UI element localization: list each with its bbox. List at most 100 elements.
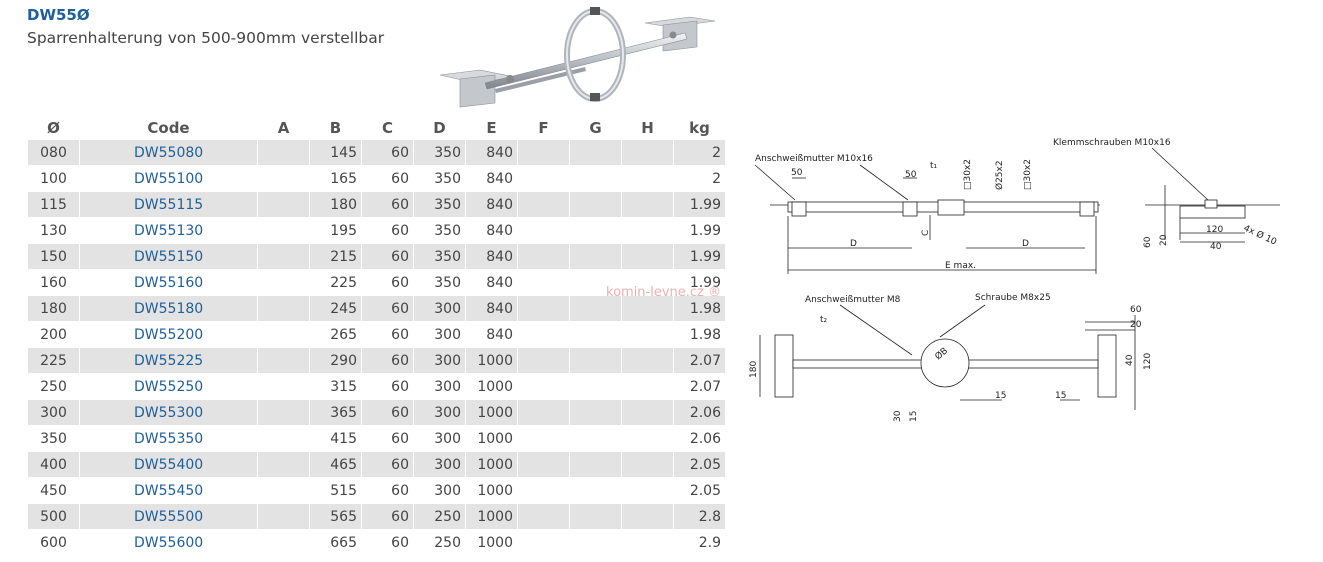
- label-clamp-screws: Klemmschrauben M10x16: [1053, 138, 1171, 148]
- cell-diameter: 400: [28, 452, 79, 478]
- cell-diameter: 300: [28, 400, 79, 426]
- cell-f: [518, 426, 569, 452]
- cell-diameter: 350: [28, 426, 79, 452]
- cell-h: [622, 270, 673, 296]
- table-header-row: Ø Code A B C D E F G H kg: [28, 116, 725, 140]
- cell-kg: 1.98: [674, 322, 725, 348]
- label-weld-nut-m8: Anschweißmutter M8: [805, 295, 901, 305]
- cell-e: 840: [466, 322, 517, 348]
- dim-50-right: 50: [905, 170, 917, 180]
- cell-d: 300: [414, 374, 465, 400]
- cell-a: [258, 270, 309, 296]
- cell-kg: 2.06: [674, 426, 725, 452]
- header-kg: kg: [689, 119, 710, 137]
- cell-h: [622, 400, 673, 426]
- cell-e: 1000: [466, 348, 517, 374]
- cell-e: 1000: [466, 530, 517, 556]
- cell-b: 145: [310, 140, 361, 166]
- dim-e-max: E max.: [945, 261, 976, 271]
- cell-b: 515: [310, 478, 361, 504]
- cell-code: DW55160: [80, 270, 257, 296]
- cell-g: [570, 166, 621, 192]
- cell-g: [570, 374, 621, 400]
- cell-a: [258, 218, 309, 244]
- cell-kg: 2: [674, 140, 725, 166]
- cell-g: [570, 426, 621, 452]
- cell-e: 1000: [466, 504, 517, 530]
- header-code: Code: [147, 119, 190, 137]
- dim-d-left: D: [850, 239, 857, 249]
- dim-180: 180: [749, 361, 759, 378]
- cell-f: [518, 140, 569, 166]
- dim-15-c: 15: [1055, 391, 1066, 401]
- cell-e: 840: [466, 218, 517, 244]
- cell-c: 60: [362, 426, 413, 452]
- cell-code: DW55350: [80, 426, 257, 452]
- cell-b: 665: [310, 530, 361, 556]
- cell-f: [518, 192, 569, 218]
- cell-f: [518, 478, 569, 504]
- cell-g: [570, 218, 621, 244]
- cell-d: 250: [414, 530, 465, 556]
- product-code-title: DW55Ø: [27, 6, 90, 24]
- cell-c: 60: [362, 504, 413, 530]
- cell-a: [258, 478, 309, 504]
- cell-h: [622, 166, 673, 192]
- cell-a: [258, 504, 309, 530]
- cell-g: [570, 296, 621, 322]
- cell-e: 1000: [466, 426, 517, 452]
- cell-g: [570, 530, 621, 556]
- cell-b: 180: [310, 192, 361, 218]
- cell-diameter: 500: [28, 504, 79, 530]
- header-g: G: [589, 119, 602, 137]
- cell-b: 195: [310, 218, 361, 244]
- cell-code: DW55150: [80, 244, 257, 270]
- dim-square-30-a: □30x2: [963, 159, 973, 190]
- right-dim-20: 20: [1130, 320, 1142, 330]
- cell-e: 1000: [466, 374, 517, 400]
- header-c: C: [381, 119, 393, 137]
- cell-h: [622, 348, 673, 374]
- header-d: D: [433, 119, 446, 137]
- cell-f: [518, 504, 569, 530]
- header-a: A: [277, 119, 290, 137]
- cell-diameter: 250: [28, 374, 79, 400]
- product-image: [439, 7, 716, 108]
- cell-d: 300: [414, 400, 465, 426]
- dim-15-a: 15: [909, 411, 919, 422]
- cell-diameter: 450: [28, 478, 79, 504]
- cell-kg: 2.8: [674, 504, 725, 530]
- cell-f: [518, 322, 569, 348]
- cell-b: 165: [310, 166, 361, 192]
- header-b: B: [329, 119, 342, 137]
- cell-code: DW55600: [80, 530, 257, 556]
- cell-f: [518, 244, 569, 270]
- cell-h: [622, 140, 673, 166]
- cell-f: [518, 400, 569, 426]
- cell-g: [570, 322, 621, 348]
- cell-e: 840: [466, 270, 517, 296]
- side-dim-holes: 4x Ø 10: [1242, 223, 1279, 248]
- cell-diameter: 180: [28, 296, 79, 322]
- cell-d: 300: [414, 348, 465, 374]
- dim-d-right: D: [1022, 239, 1029, 249]
- dim-50-left: 50: [791, 168, 803, 178]
- label-screw-m8: Schraube M8x25: [975, 293, 1051, 303]
- cell-d: 300: [414, 478, 465, 504]
- cell-g: [570, 270, 621, 296]
- cell-b: 465: [310, 452, 361, 478]
- cell-b: 290: [310, 348, 361, 374]
- cell-kg: 1.99: [674, 244, 725, 270]
- cell-c: 60: [362, 270, 413, 296]
- cell-g: [570, 504, 621, 530]
- cell-d: 250: [414, 504, 465, 530]
- cell-h: [622, 426, 673, 452]
- cell-kg: 2.05: [674, 478, 725, 504]
